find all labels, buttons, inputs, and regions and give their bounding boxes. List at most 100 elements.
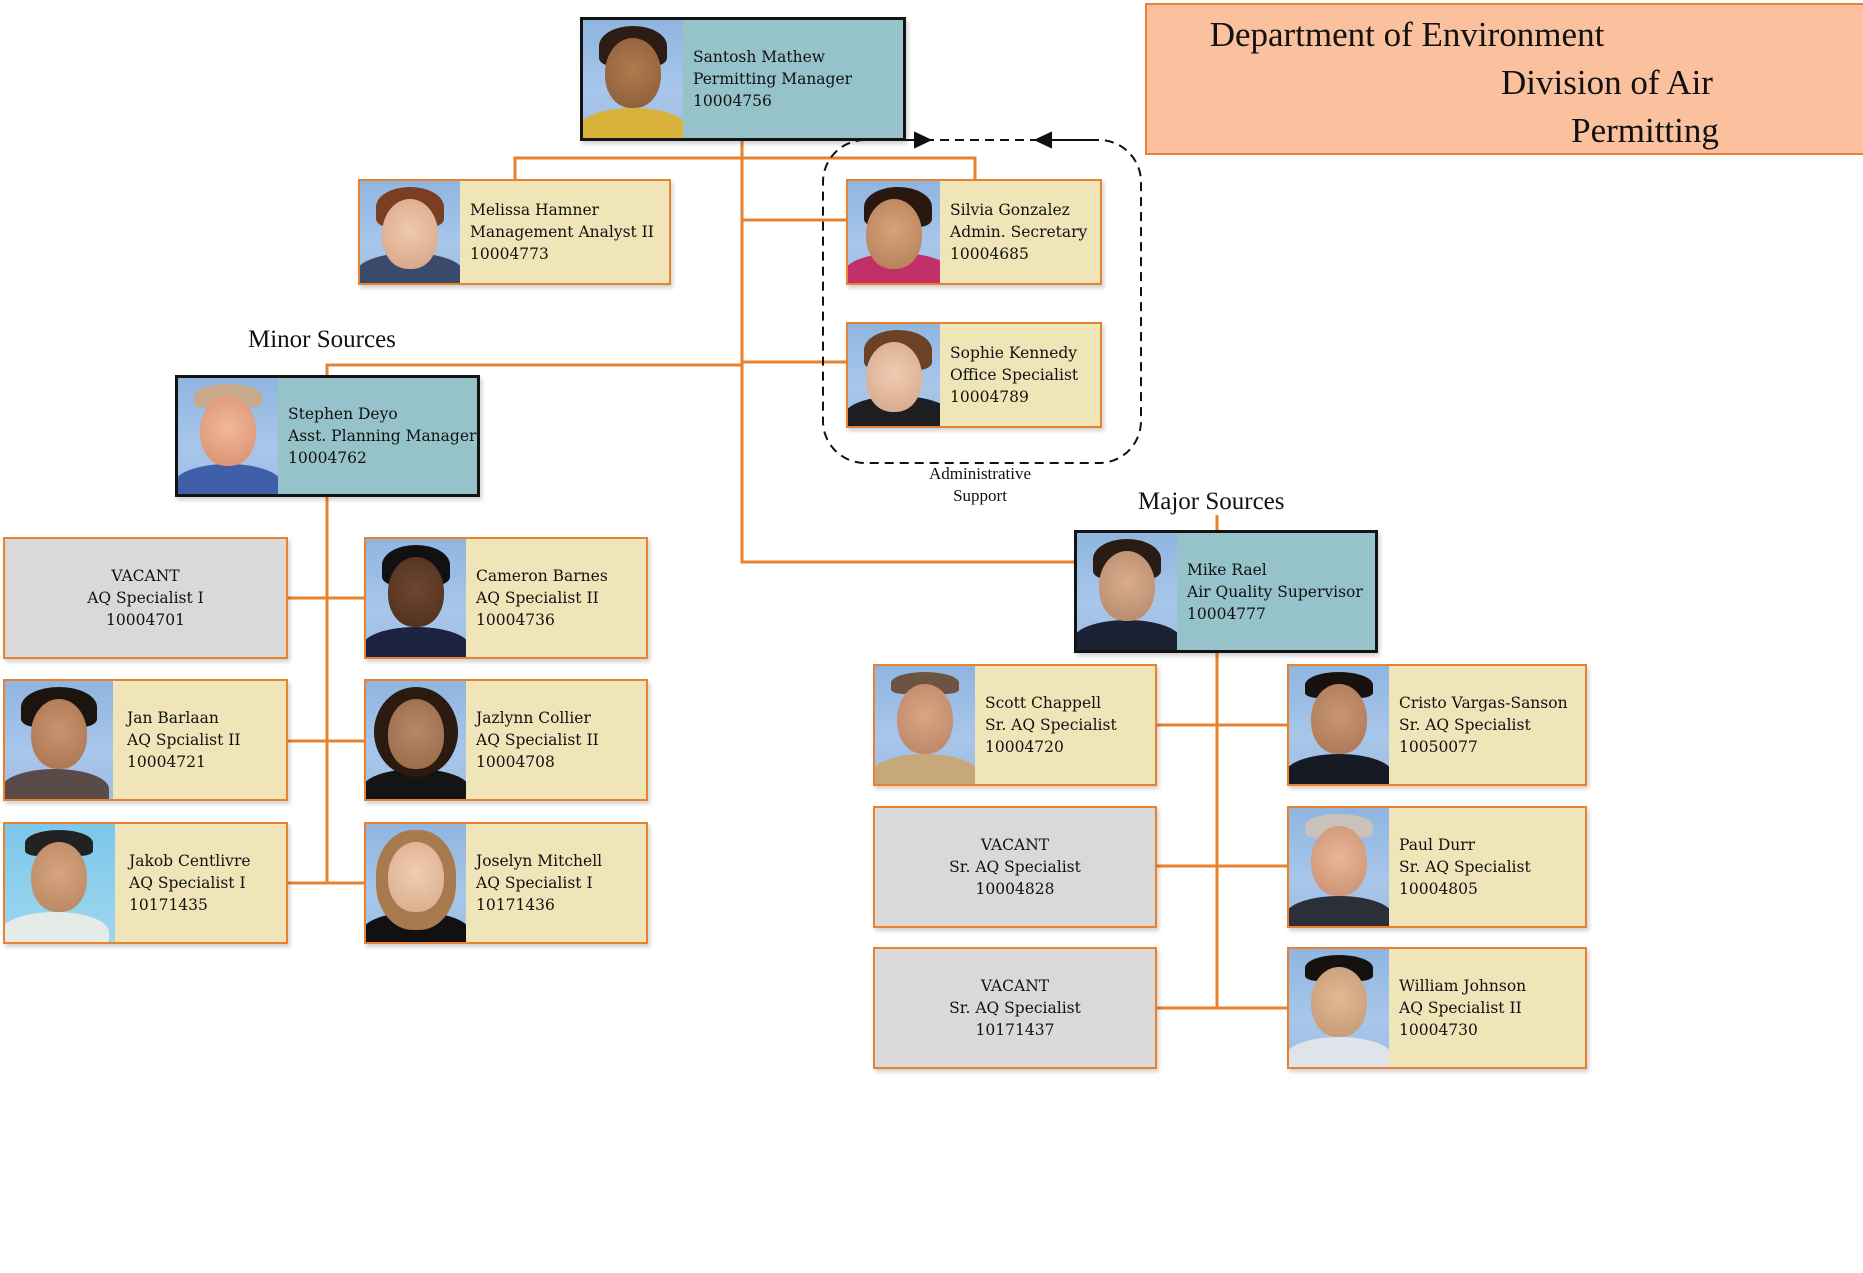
card-vacant-10004828[interactable]: VACANT Sr. AQ Specialist 10004828: [873, 806, 1157, 928]
card-info: William Johnson AQ Specialist II 1000473…: [1399, 949, 1581, 1067]
card-info: Jan Barlaan AQ Spcialist II 10004721: [127, 681, 282, 799]
card-info: Stephen Deyo Asst. Planning Manager 1000…: [288, 378, 477, 494]
admin-arrow-left-head: [1033, 131, 1052, 149]
person-name: Paul Durr: [1399, 836, 1476, 854]
photo-jazlynn-collier: [366, 681, 466, 799]
person-name: Sophie Kennedy: [950, 344, 1078, 362]
admin-support-label-line-1: Administrative: [929, 464, 1031, 483]
photo-cristo-vargas-sanson: [1289, 666, 1389, 784]
card-info: Jazlynn Collier AQ Specialist II 1000470…: [476, 681, 642, 799]
person-name: Jazlynn Collier: [476, 709, 591, 727]
card-info: Cameron Barnes AQ Specialist II 10004736: [476, 539, 642, 657]
card-info: Melissa Hamner Management Analyst II 100…: [470, 181, 665, 283]
person-id: 10004789: [950, 388, 1029, 406]
person-title: AQ Specialist I: [87, 589, 204, 607]
person-title: AQ Specialist II: [476, 731, 599, 749]
card-melissa-hamner[interactable]: Melissa Hamner Management Analyst II 100…: [358, 179, 671, 285]
person-name: Melissa Hamner: [470, 201, 600, 219]
person-title: Sr. AQ Specialist: [1399, 858, 1531, 876]
person-title: AQ Specialist I: [476, 874, 593, 892]
person-title: Admin. Secretary: [950, 223, 1088, 241]
connector-top-branch: [513, 156, 977, 180]
person-id: 10004730: [1399, 1021, 1478, 1039]
title-line-2: Division of Air: [1501, 63, 1713, 102]
photo-stephen-deyo: [178, 378, 278, 494]
card-vacant-10171437[interactable]: VACANT Sr. AQ Specialist 10171437: [873, 947, 1157, 1069]
card-jakob-centlivre[interactable]: Jakob Centlivre AQ Specialist I 10171435: [3, 822, 288, 944]
person-id: 10171437: [975, 1021, 1055, 1039]
person-id: 10004773: [470, 245, 549, 263]
card-jan-barlaan[interactable]: Jan Barlaan AQ Spcialist II 10004721: [3, 679, 288, 801]
person-title: AQ Specialist I: [129, 874, 246, 892]
card-info: Joselyn Mitchell AQ Specialist I 1017143…: [476, 824, 642, 942]
person-id: 10004720: [985, 738, 1064, 756]
card-vacant-10004701[interactable]: VACANT AQ Specialist I 10004701: [3, 537, 288, 659]
person-title: Office Specialist: [950, 366, 1079, 384]
photo-silvia-gonzalez: [848, 181, 940, 283]
card-info: VACANT Sr. AQ Specialist 10171437: [875, 949, 1155, 1067]
person-title: AQ Specialist II: [1399, 999, 1522, 1017]
person-name: VACANT: [111, 567, 180, 585]
card-info: Sophie Kennedy Office Specialist 1000478…: [950, 324, 1096, 426]
card-scott-chappell[interactable]: Scott Chappell Sr. AQ Specialist 1000472…: [873, 664, 1157, 786]
card-silvia-gonzalez[interactable]: Silvia Gonzalez Admin. Secretary 1000468…: [846, 179, 1102, 285]
person-id: 10004721: [127, 753, 206, 771]
person-title: Sr. AQ Specialist: [949, 999, 1081, 1017]
person-id: 10004828: [975, 880, 1055, 898]
card-info: Scott Chappell Sr. AQ Specialist 1000472…: [985, 666, 1151, 784]
person-name: William Johnson: [1399, 977, 1527, 995]
person-title: Permitting Manager: [693, 70, 853, 88]
person-id: 10004805: [1399, 880, 1478, 898]
photo-cameron-barnes: [366, 539, 466, 657]
title-line-3: Permitting: [1571, 111, 1719, 150]
person-id: 10171436: [476, 896, 555, 914]
card-cristo-vargas-sanson[interactable]: Cristo Vargas-Sanson Sr. AQ Specialist 1…: [1287, 664, 1587, 786]
card-jazlynn-collier[interactable]: Jazlynn Collier AQ Specialist II 1000470…: [364, 679, 648, 801]
card-info: Santosh Mathew Permitting Manager 100047…: [693, 20, 899, 138]
photo-scott-chappell: [875, 666, 975, 784]
card-joselyn-mitchell[interactable]: Joselyn Mitchell AQ Specialist I 1017143…: [364, 822, 648, 944]
person-title: Sr. AQ Specialist: [949, 858, 1081, 876]
photo-paul-durr: [1289, 808, 1389, 926]
department-title-box: Department of Environment Division of Ai…: [1145, 3, 1863, 155]
person-name: Scott Chappell: [985, 694, 1102, 712]
person-name: Cristo Vargas-Sanson: [1399, 694, 1568, 712]
person-name: Joselyn Mitchell: [476, 852, 603, 870]
card-paul-durr[interactable]: Paul Durr Sr. AQ Specialist 10004805: [1287, 806, 1587, 928]
person-title: Asst. Planning Manager: [288, 427, 477, 445]
admin-support-label-line-2: Support: [953, 486, 1007, 505]
card-santosh-mathew[interactable]: Santosh Mathew Permitting Manager 100047…: [580, 17, 906, 141]
card-info: Jakob Centlivre AQ Specialist I 10171435: [129, 824, 282, 942]
person-name: Cameron Barnes: [476, 567, 608, 585]
card-info: Paul Durr Sr. AQ Specialist 10004805: [1399, 808, 1581, 926]
person-name: Silvia Gonzalez: [950, 201, 1070, 219]
photo-joselyn-mitchell: [366, 824, 466, 942]
person-id: 10004701: [106, 611, 185, 629]
person-name: Jakob Centlivre: [129, 852, 251, 870]
photo-mike-rael: [1077, 533, 1177, 650]
card-info: VACANT Sr. AQ Specialist 10004828: [875, 808, 1155, 926]
card-sophie-kennedy[interactable]: Sophie Kennedy Office Specialist 1000478…: [846, 322, 1102, 428]
person-id: 10050077: [1399, 738, 1478, 756]
card-william-johnson[interactable]: William Johnson AQ Specialist II 1000473…: [1287, 947, 1587, 1069]
person-title: Sr. AQ Specialist: [1399, 716, 1531, 734]
card-info: Cristo Vargas-Sanson Sr. AQ Specialist 1…: [1399, 666, 1581, 784]
admin-arrow-right-head: [914, 131, 933, 149]
card-info: Silvia Gonzalez Admin. Secretary 1000468…: [950, 181, 1096, 283]
photo-jakob-centlivre: [5, 824, 115, 942]
person-name: Stephen Deyo: [288, 405, 398, 423]
person-name: VACANT: [980, 836, 1050, 854]
card-stephen-deyo[interactable]: Stephen Deyo Asst. Planning Manager 1000…: [175, 375, 480, 497]
minor-sources-label: Minor Sources: [248, 326, 396, 353]
admin-support-label: Administrative Support: [900, 463, 1060, 507]
person-title: Sr. AQ Specialist: [985, 716, 1117, 734]
card-info: VACANT AQ Specialist I 10004701: [5, 539, 286, 657]
title-line-1: Department of Environment: [1209, 15, 1605, 54]
person-id: 10004762: [288, 449, 367, 467]
card-info: Mike Rael Air Quality Supervisor 1000477…: [1187, 533, 1371, 650]
person-id: 10004708: [476, 753, 555, 771]
card-mike-rael[interactable]: Mike Rael Air Quality Supervisor 1000477…: [1074, 530, 1378, 653]
major-sources-label: Major Sources: [1138, 488, 1285, 515]
photo-jan-barlaan: [5, 681, 113, 799]
card-cameron-barnes[interactable]: Cameron Barnes AQ Specialist II 10004736: [364, 537, 648, 659]
